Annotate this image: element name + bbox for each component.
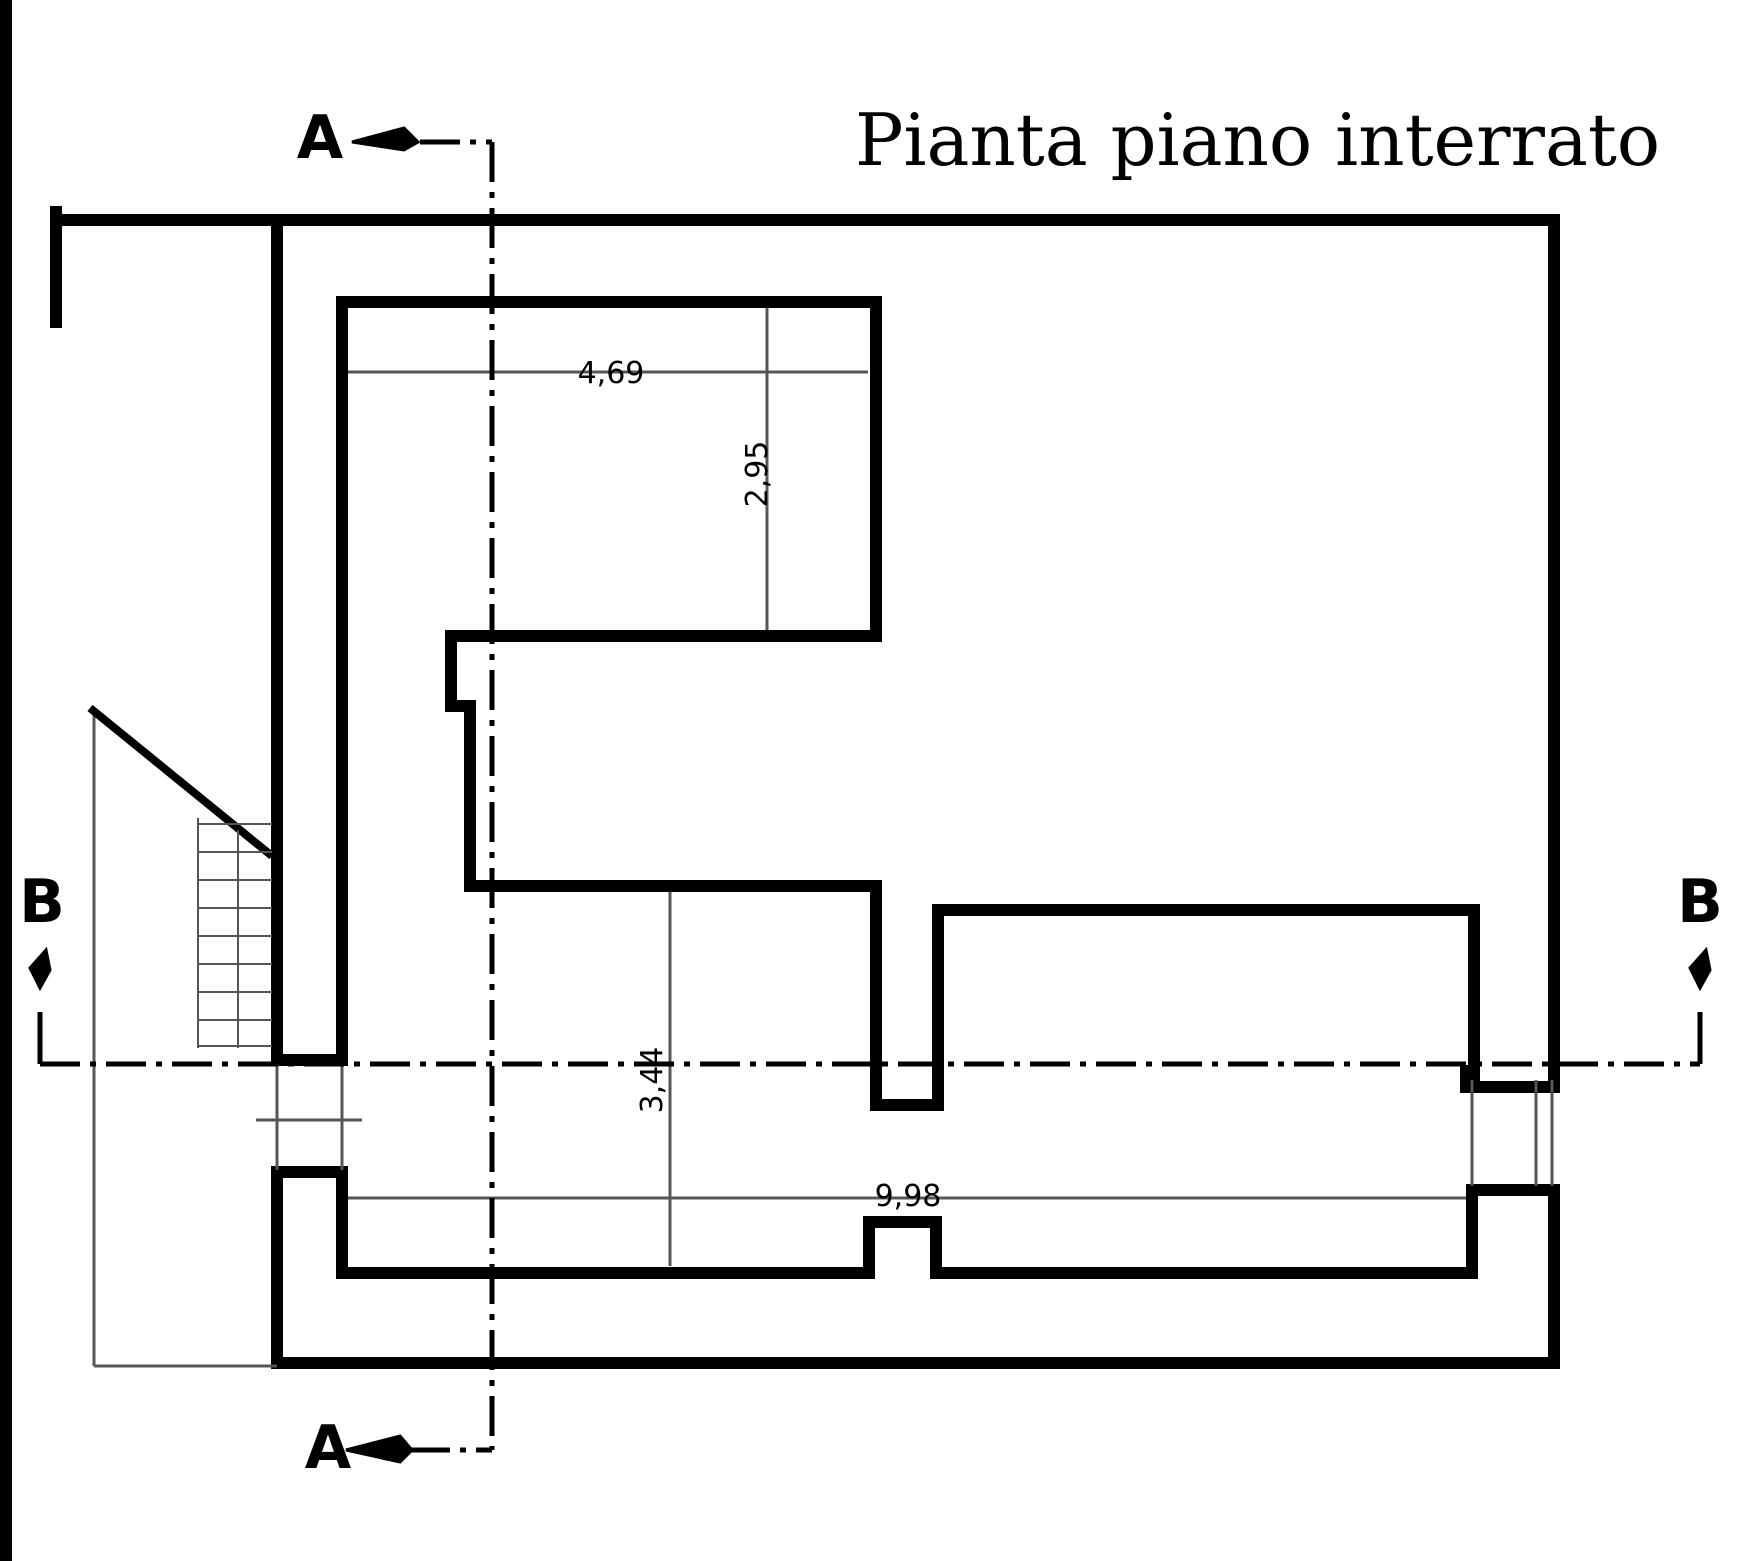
section-label-b-right: B: [1677, 867, 1723, 937]
section-arrows: [28, 126, 1712, 1464]
drawing-sheet: [12, 0, 1753, 1561]
section-label-b-left: B: [19, 867, 65, 937]
inner-walls: [336, 296, 1480, 1111]
stair-treads: [197, 818, 272, 1048]
outer-walls: [50, 206, 1560, 1369]
dimension-label-top-height: 2,95: [740, 441, 775, 508]
section-arrow-a-bottom: [345, 1434, 415, 1464]
dimension-label-lower-height: 3,44: [635, 1047, 670, 1114]
dimension-label-top-width: 4,69: [578, 356, 645, 391]
section-arrow-a-top: [351, 126, 421, 152]
section-label-a-top: A: [297, 103, 344, 173]
dimension-lines: [92, 308, 1554, 1368]
outer-wall-bottom: [271, 1166, 1560, 1369]
section-lines: [37, 139, 1703, 1453]
section-arrow-b-right: [1688, 946, 1712, 992]
stair: [87, 704, 275, 1048]
inner-wall-upper: [336, 296, 1480, 1111]
section-label-a-bottom: A: [305, 1413, 352, 1483]
drawing-title: Pianta piano interrato: [855, 98, 1661, 182]
dimension-label-total-width: 9,98: [875, 1179, 942, 1214]
stair-diagonal: [87, 704, 275, 860]
outer-wall-top-left-right: [52, 214, 1560, 1093]
section-arrow-b-left: [28, 946, 52, 992]
